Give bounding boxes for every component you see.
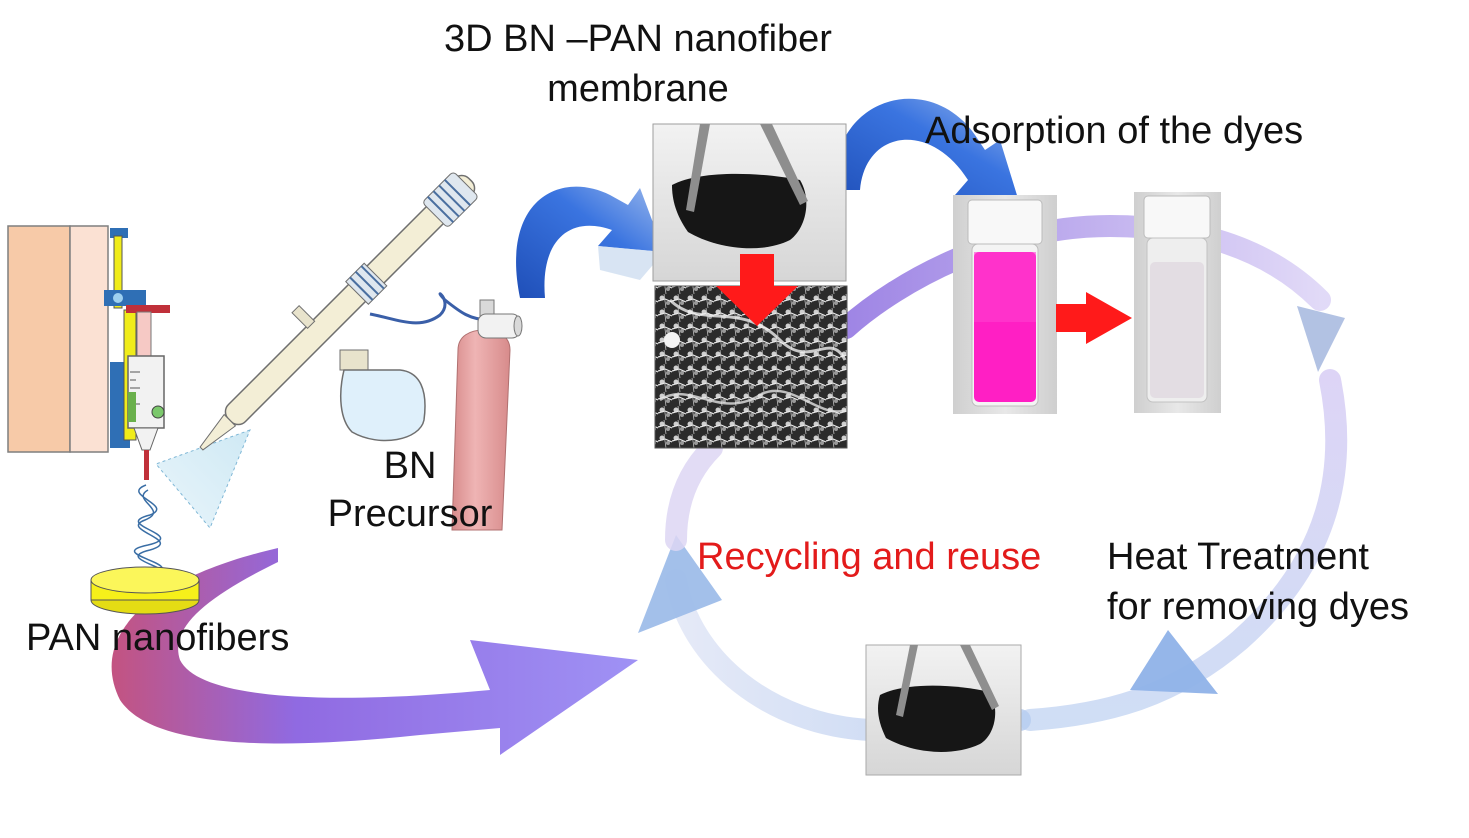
paint-cup <box>339 349 426 442</box>
cycle-arrowhead-bottom-right <box>1130 630 1218 694</box>
red-right-arrow <box>1056 292 1132 344</box>
big-curved-arrow <box>111 548 639 755</box>
heat-treatment-line2: for removing dyes <box>1107 586 1410 628</box>
adsorption-label: Adsorption of the dyes <box>925 110 1304 152</box>
pan-nanofibers-label: PAN nanofibers <box>26 617 290 659</box>
recycling-label: Recycling and reuse <box>697 536 1042 578</box>
recycled-membrane-photo <box>865 644 1022 776</box>
red-down-arrow <box>716 254 798 326</box>
electrospinning-apparatus-icon <box>7 225 170 480</box>
cycle-arrowhead-left <box>638 535 722 633</box>
air-hose <box>369 292 491 325</box>
airbrush-spray-gun-icon <box>199 172 478 451</box>
clear-vial <box>1134 192 1221 413</box>
bn-precursor-line2: Precursor <box>327 493 493 535</box>
pink-dye-vial <box>953 195 1057 414</box>
blue-arrow-to-membrane <box>516 186 664 298</box>
membrane-title-line1: 3D BN –PAN nanofiber <box>444 18 832 60</box>
recycling-cycle-ring <box>638 214 1348 742</box>
bn-precursor-line1: BN <box>383 445 437 487</box>
nanofiber-jet <box>133 484 165 579</box>
collector-plate-icon <box>90 566 200 615</box>
cycle-arrowhead-right <box>1297 306 1345 372</box>
membrane-title-line2: membrane <box>547 68 729 110</box>
heat-treatment-line1: Heat Treatment <box>1107 536 1369 578</box>
gas-cylinder-icon <box>451 299 523 531</box>
